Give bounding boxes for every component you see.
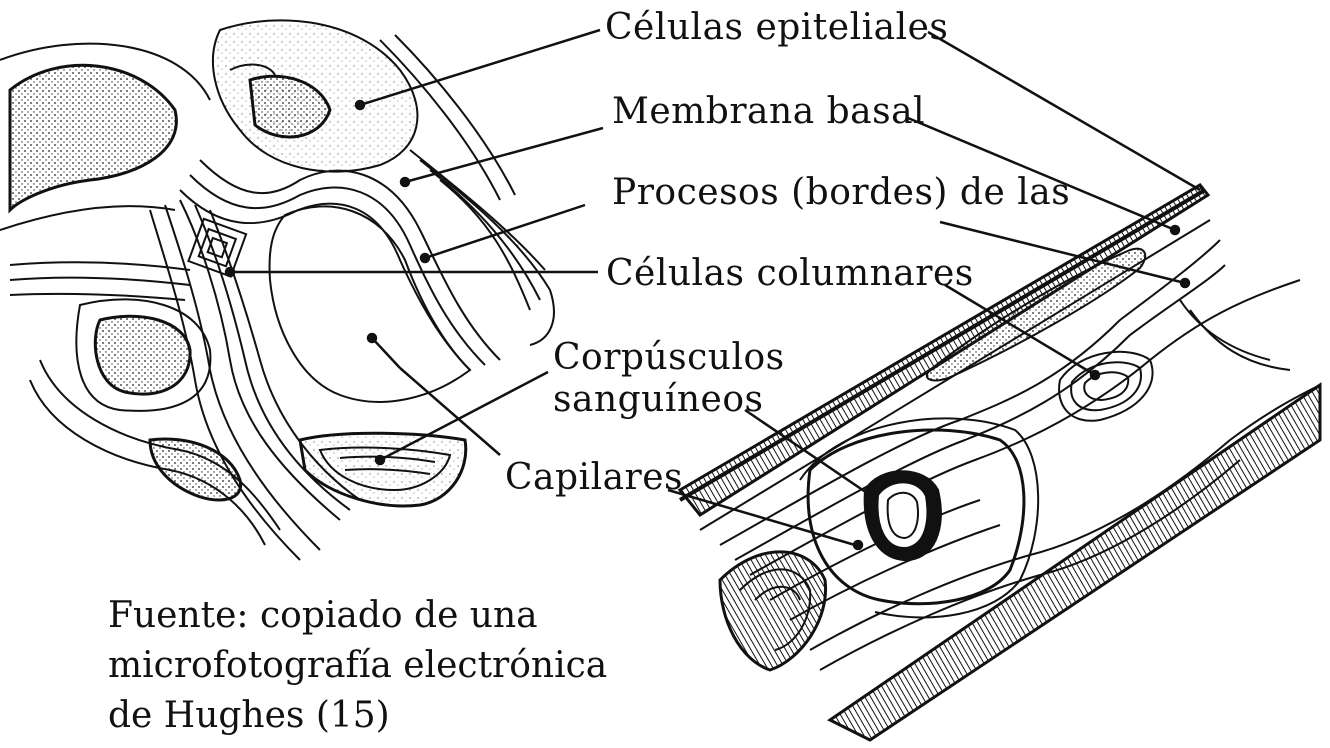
- caption-line-2: microfotografía electrónica: [108, 648, 607, 684]
- caption-line-1: Fuente: copiado de una: [108, 598, 538, 634]
- label-columnar-cells: Células columnares: [606, 256, 974, 292]
- left-micrograph-drawing: [0, 20, 554, 560]
- label-capillaries: Capilares: [505, 460, 683, 496]
- label-processes: Procesos (bordes) de las: [612, 175, 1070, 211]
- label-epithelial-cells: Células epiteliales: [605, 10, 948, 46]
- label-basal-membrane: Membrana basal: [612, 94, 925, 130]
- label-corpuscles-line1: Corpúsculos: [553, 340, 785, 376]
- caption-line-3: de Hughes (15): [108, 698, 390, 734]
- left-bottom-cell: [150, 439, 241, 500]
- label-corpuscles-line2: sanguíneos: [553, 382, 764, 418]
- left-top-cell: [10, 65, 176, 210]
- left-lower-cell: [95, 316, 190, 394]
